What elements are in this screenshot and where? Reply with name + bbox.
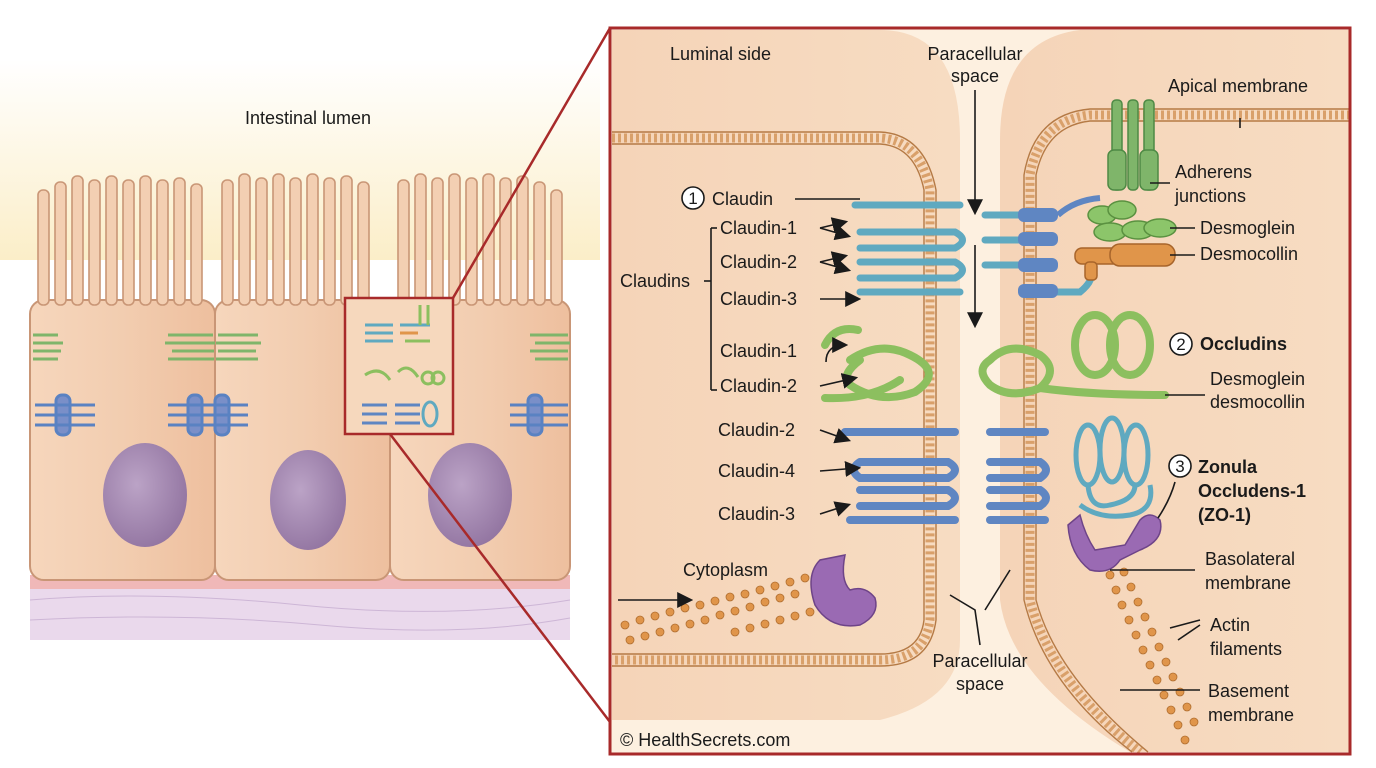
claudins-group-label: Claudins [620,271,690,291]
adherens-junctions-line2: junctions [1174,186,1246,206]
adherens-junction-shape [1107,99,1159,191]
desmoglein-label: Desmoglein [1200,218,1295,238]
copyright-text: © HealthSecrets.com [620,730,790,750]
paracellular-space-bottom-line2: space [956,674,1004,694]
apical-membrane-label: Apical membrane [1168,76,1308,96]
step-number-badges [681,186,1193,478]
microvilli [37,173,563,306]
desmocollin-shape [1074,243,1176,281]
luminal-side-label: Luminal side [670,44,771,64]
left-tissue-panel [0,0,612,768]
claudin-blue-strands [841,428,1050,524]
actin-filaments-line2: filaments [1210,639,1282,659]
claudin-label: Claudin [712,189,773,209]
claudin-3-top-label: Claudin-3 [720,289,797,309]
adherens-junctions-line1: Adherens [1175,162,1252,182]
labels: Intestinal lumen Luminal side Paracellul… [245,44,1308,750]
cytoplasm-label: Cytoplasm [683,560,768,580]
leader-lines [618,90,1241,691]
paracellular-space-top-line2: space [951,66,999,86]
paracellular-space-top-line1: Paracellular [927,44,1022,64]
zo1-number-3: 3 [1175,457,1184,476]
zo1-line2: Occludens-1 [1198,481,1306,501]
nuclei [103,443,512,550]
inset-panel [608,26,1352,756]
claudin-number-1: 1 [688,189,697,208]
zo1-line1: Zonula [1198,457,1258,477]
zo1-line3: (ZO-1) [1198,505,1251,525]
desmoglein-desmocollin-line2: desmocollin [1210,392,1305,412]
claudin-2-top-label: Claudin-2 [720,252,797,272]
right-cell-body [1000,30,1350,752]
claudin-4-label: Claudin-4 [718,461,795,481]
occludins-label: Occludins [1200,334,1287,354]
desmoglein-desmocollin-line1: Desmoglein [1210,369,1305,389]
zo1-loops [1073,415,1154,519]
claudin-3-lower-label: Claudin-3 [718,504,795,524]
basolateral-membrane-line2: membrane [1205,573,1291,593]
claudin-1-mid-label: Claudin-1 [720,341,797,361]
basement-membrane-line1: Basement [1208,681,1289,701]
claudin-1-top-label: Claudin-1 [720,218,797,238]
actin-filaments-right [1105,567,1199,745]
paracellular-space-bottom-line1: Paracellular [932,651,1027,671]
left-junction-clusters [33,333,570,437]
inset-highlight-box [343,296,455,436]
claudin-2-mid-label: Claudin-2 [720,376,797,396]
zo1-purple-shapes [810,513,1162,627]
intestinal-lumen-label: Intestinal lumen [245,108,371,128]
basolateral-membrane-line1: Basolateral [1205,549,1295,569]
right-membrane [1025,110,1350,756]
basement-membrane-line2: membrane [1208,705,1294,725]
desmocollin-label: Desmocollin [1200,244,1298,264]
actin-filaments-line1: Actin [1210,615,1250,635]
occludins-number-2: 2 [1176,335,1185,354]
claudin-2-lower-label: Claudin-2 [718,420,795,440]
